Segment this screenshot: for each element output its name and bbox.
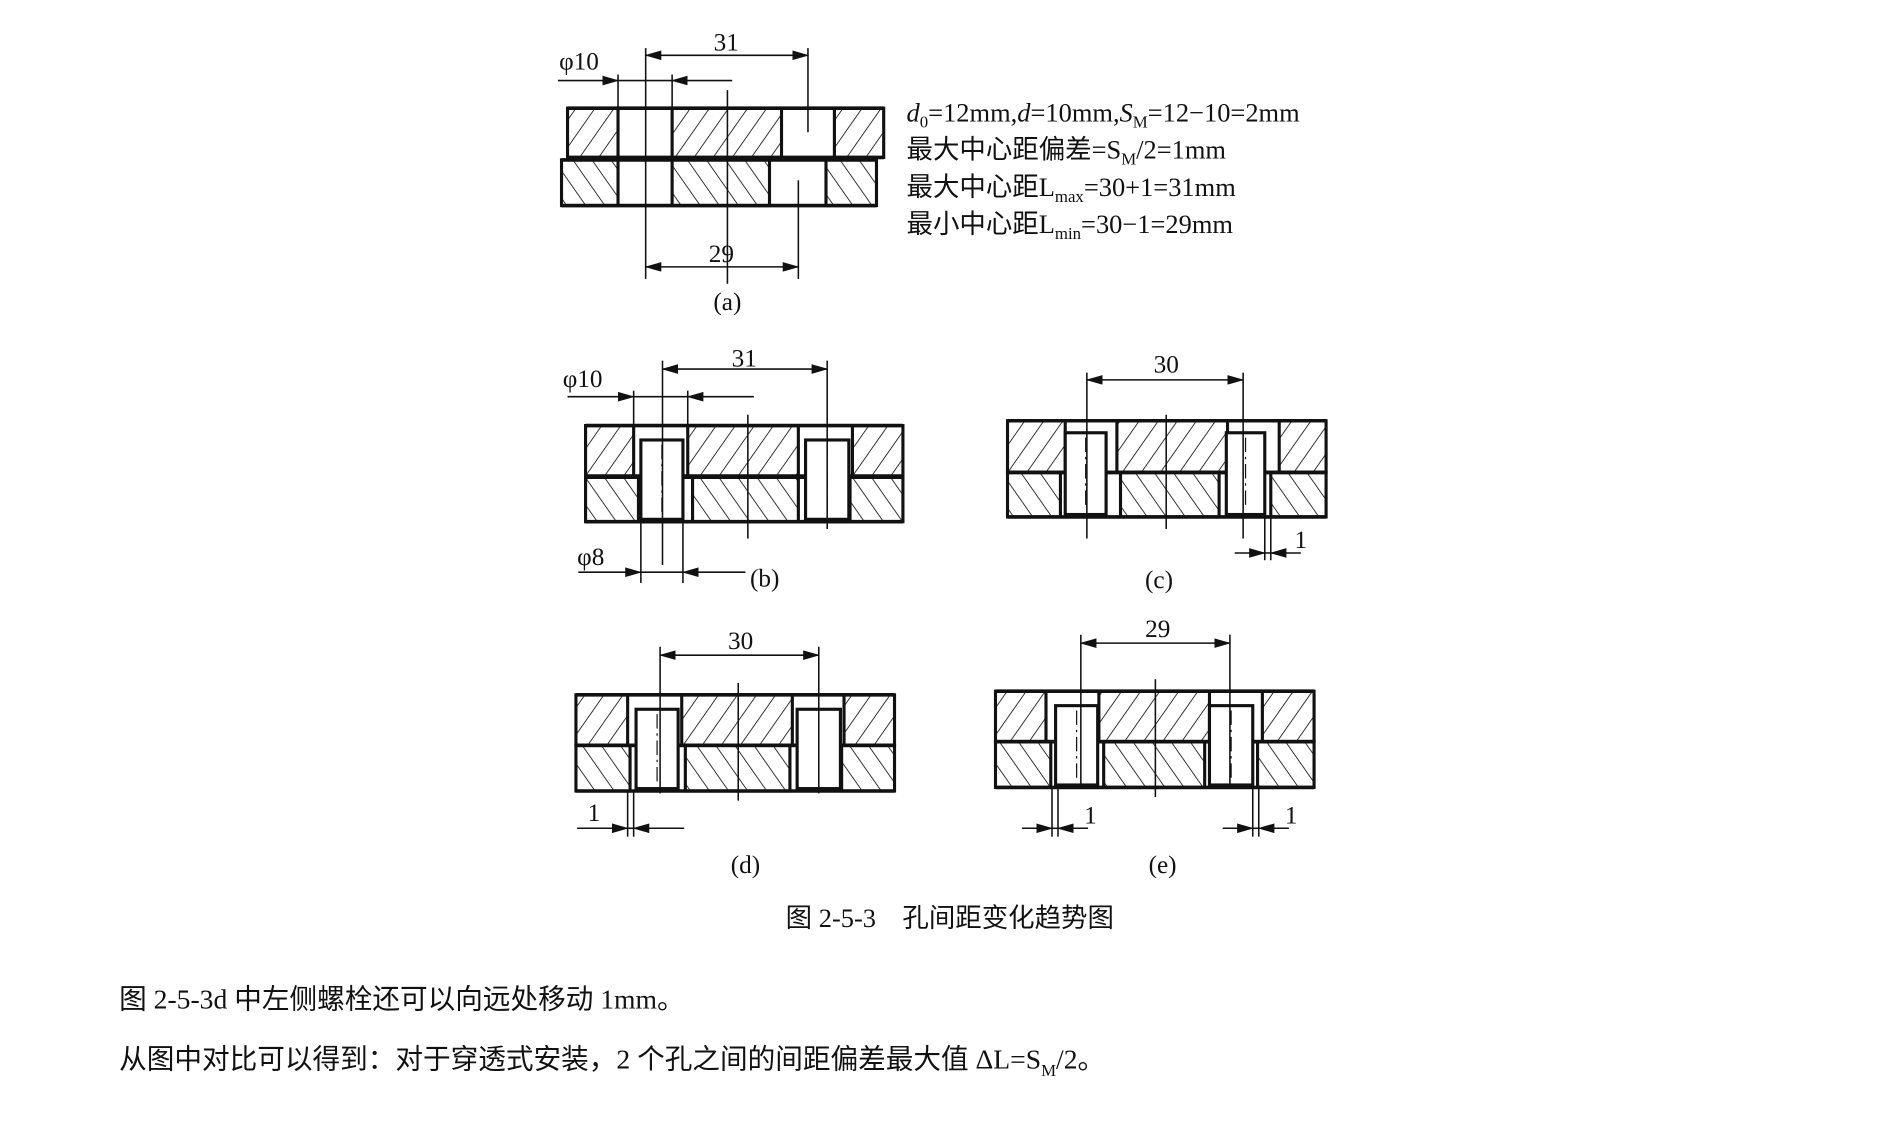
note-line-2: 最大中心距偏差=SM/2=1mm [907,135,1227,169]
body-line-2: 从图中对比可以得到：对于穿透式安装，2 个孔之间的间距偏差最大值 ΔL=SM/2… [119,1044,1105,1080]
upper-plate-block [1260,689,1316,744]
d-dim-top: 30 [728,628,753,655]
c-dim-top: 30 [1154,352,1179,379]
lower-plate-block [670,158,772,208]
b-bolt-diameter: φ8 [577,544,604,571]
upper-plate-block [574,693,630,747]
e-offset-left: 1 [1084,802,1097,829]
upper-plate-block [680,693,794,747]
a-diameter-label: φ10 [559,49,599,76]
upper-plate-block [832,106,886,160]
upper-plate-block [850,423,905,478]
assembly-a [559,106,886,208]
a-dim-top: 31 [714,29,739,56]
assembly-e [993,689,1316,790]
note-line-3: 最大中心距Lmax=30+1=31mm [907,172,1237,206]
e-label: (e) [1149,852,1177,879]
lower-plate-block [584,475,641,524]
lower-plate-block [690,475,800,524]
b-label: (b) [750,566,779,593]
upper-plate-block [584,423,636,478]
upper-plate-block [993,689,1048,744]
note-line-4: 最小中心距Lmin=30−1=29mm [907,209,1234,243]
lower-plate-block [848,475,905,524]
figure-caption: 图 2-5-3 孔间距变化趋势图 [786,903,1114,933]
lower-plate-block [574,743,632,793]
lower-plate-block [1102,740,1207,789]
lower-plate-block [1005,470,1062,519]
upper-plate-block [686,423,800,478]
assembly-b [584,423,905,524]
e-offset-right: 1 [1285,802,1298,829]
upper-plate-block [1097,689,1212,744]
a-dim-bottom: 29 [709,241,734,268]
assembly-d [574,693,897,793]
upper-plate-block [565,106,620,160]
assembly-c [1005,418,1328,519]
upper-plate-block [1005,419,1067,475]
a-label: (a) [713,289,741,316]
lower-plate-block [1118,470,1221,519]
lower-plate-block [559,158,620,208]
lower-plate-block [824,158,879,208]
lower-plate-block [840,743,897,793]
b-dim-top: 31 [732,346,757,373]
lower-plate-block [1255,740,1316,789]
upper-plate-block [842,693,897,747]
body-line-1: 图 2-5-3d 中左侧螺栓还可以向远处移动 1mm。 [119,984,685,1015]
note-line-1: d0=12mm,d=10mm,SM=12−10=2mm [907,97,1301,131]
c-label: (c) [1145,567,1173,594]
a-notes: d0=12mm,d=10mm,SM=12−10=2mm 最大中心距偏差=SM/2… [907,97,1301,243]
lower-plate-block [993,740,1053,789]
d-offset: 1 [588,800,601,827]
c-offset: 1 [1295,527,1308,554]
b-hole-diameter: φ10 [563,366,603,393]
upper-plate-block [1115,419,1230,475]
upper-plate-block [1277,419,1328,475]
d-label: (d) [731,852,760,879]
lower-plate-block [1269,470,1328,519]
e-dim-top: 29 [1145,616,1170,643]
